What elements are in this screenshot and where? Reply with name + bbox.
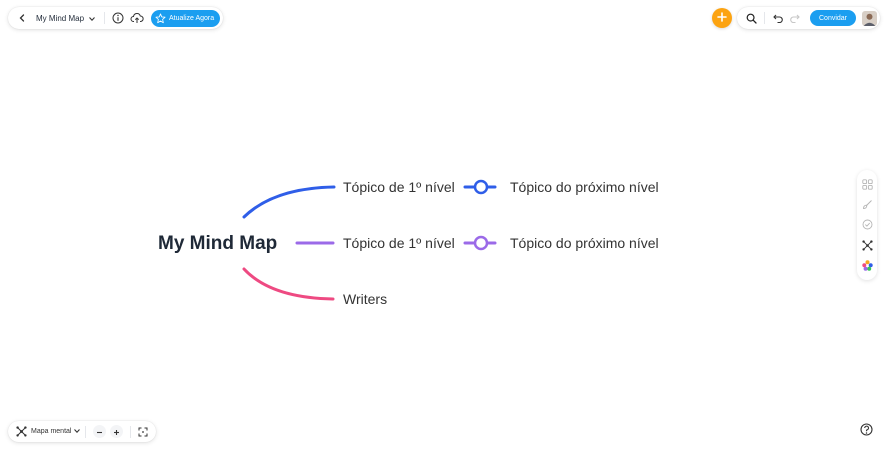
chevron-down-icon xyxy=(89,14,95,23)
star-icon xyxy=(154,12,166,24)
help-icon xyxy=(860,422,873,441)
collapse-toggle-1[interactable] xyxy=(473,179,489,195)
root-topic[interactable]: My Mind Map xyxy=(158,233,278,254)
topic-level1-1[interactable]: Tópico de 1º nível xyxy=(343,179,455,195)
structure-icon[interactable] xyxy=(861,239,873,251)
upgrade-label: Atualize Agora xyxy=(169,14,215,22)
brush-icon[interactable] xyxy=(861,199,873,211)
plus-icon xyxy=(717,9,727,27)
redo-icon[interactable] xyxy=(786,10,802,26)
topic-level2-2[interactable]: Tópico do próximo nível xyxy=(510,235,659,251)
side-tools-panel xyxy=(857,170,877,280)
fit-screen-icon[interactable] xyxy=(136,425,150,439)
minus-icon xyxy=(96,423,103,441)
top-right-toolbar: Convidar xyxy=(737,7,881,29)
cloud-icon[interactable] xyxy=(129,10,145,26)
check-circle-icon[interactable] xyxy=(861,219,873,231)
divider xyxy=(130,425,132,438)
topic-writers[interactable]: Writers xyxy=(343,291,388,307)
invite-button[interactable]: Convidar xyxy=(810,10,857,26)
avatar[interactable] xyxy=(862,10,878,26)
branch-connector-1 xyxy=(242,185,336,219)
topic-level2-1[interactable]: Tópico do próximo nível xyxy=(510,179,659,195)
help-button[interactable] xyxy=(859,422,874,441)
plus-icon xyxy=(113,423,120,441)
collapse-toggle-2[interactable] xyxy=(473,235,489,251)
divider xyxy=(764,12,765,24)
divider xyxy=(85,425,87,438)
undo-icon[interactable] xyxy=(770,10,786,26)
document-title-menu[interactable]: My Mind Map xyxy=(36,14,95,23)
document-title: My Mind Map xyxy=(36,13,85,23)
zoom-in-button[interactable] xyxy=(110,423,124,441)
bottom-toolbar: Mapa mental xyxy=(8,421,157,442)
invite-label: Convidar xyxy=(819,14,848,22)
info-icon[interactable] xyxy=(110,10,126,26)
upgrade-now-button[interactable]: Atualize Agora xyxy=(151,9,221,27)
add-plus-button[interactable] xyxy=(712,8,732,28)
colors-icon[interactable] xyxy=(861,260,873,272)
topic-level1-2[interactable]: Tópico de 1º nível xyxy=(343,235,455,251)
chevron-down-icon xyxy=(74,428,81,435)
layout-grid-icon[interactable] xyxy=(861,178,873,190)
mind-map-icon xyxy=(14,425,28,439)
top-left-toolbar: My Mind Map Atualize Agora xyxy=(8,7,224,29)
zoom-out-button[interactable] xyxy=(93,423,107,441)
layout-type-select[interactable]: Mapa mental xyxy=(31,428,81,435)
branch-connector-3 xyxy=(242,267,335,301)
search-icon[interactable] xyxy=(743,10,759,26)
layout-label: Mapa mental xyxy=(31,428,72,435)
divider xyxy=(104,12,106,24)
back-chevron-left-icon[interactable] xyxy=(14,10,30,26)
